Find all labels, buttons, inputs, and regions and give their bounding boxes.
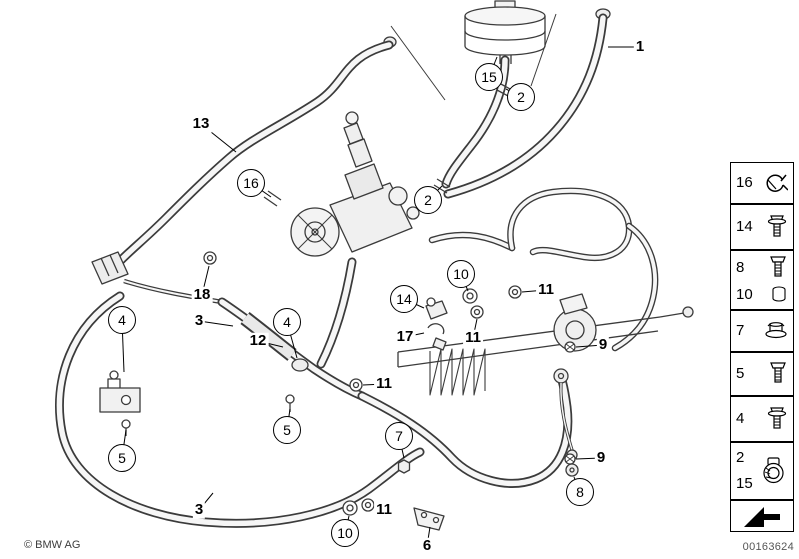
callout-16[interactable]: 16 <box>237 169 265 197</box>
callout-11[interactable]: 11 <box>374 374 394 393</box>
legend-box-5[interactable]: 5 <box>730 352 794 396</box>
callout-5[interactable]: 5 <box>273 416 301 444</box>
flange-bolt-icon <box>766 214 788 240</box>
legend-box-7[interactable]: 7 <box>730 310 794 352</box>
callout-12[interactable]: 12 <box>247 331 269 350</box>
callout-10[interactable]: 10 <box>331 519 359 547</box>
callout-4[interactable]: 4 <box>108 306 136 334</box>
callout-2[interactable]: 2 <box>414 186 442 214</box>
legend-box-8-10[interactable]: 8 10 <box>730 250 794 310</box>
callout-18[interactable]: 18 <box>191 285 213 304</box>
callout-6[interactable]: 6 <box>420 536 434 555</box>
legend-row: 10 <box>736 285 788 305</box>
flange-nut-icon <box>764 321 788 341</box>
legend-box-4[interactable]: 4 <box>730 396 794 442</box>
callout-9[interactable]: 9 <box>596 335 610 354</box>
steering-rack-art <box>397 293 694 396</box>
callout-3[interactable]: 3 <box>192 500 206 519</box>
bolt-icon <box>768 255 788 281</box>
diagram-number: 00163624 <box>742 541 794 553</box>
legend-number-7: 7 <box>736 322 745 339</box>
legend-number-8: 8 <box>736 259 745 276</box>
legend-number-16: 16 <box>736 174 753 191</box>
pump-feed-art <box>316 257 357 369</box>
pump-art <box>290 111 420 257</box>
reservoir-art <box>464 0 546 64</box>
callout-4[interactable]: 4 <box>273 308 301 336</box>
legend-number-4: 4 <box>736 410 745 427</box>
callout-11[interactable]: 11 <box>463 328 483 347</box>
pressure-hose-art <box>357 372 573 488</box>
flange-bolt-icon <box>766 406 788 432</box>
legend-number-15: 15 <box>736 475 753 492</box>
hose-clamp-icon <box>760 456 788 486</box>
sleeve-icon <box>770 285 788 305</box>
legend-number-2: 2 <box>736 449 745 466</box>
callout-9[interactable]: 9 <box>594 448 608 467</box>
callout-7[interactable]: 7 <box>385 422 413 450</box>
legend-box-2-15[interactable]: 2 15 <box>730 442 794 500</box>
bolt-icon <box>768 361 788 387</box>
callout-10[interactable]: 10 <box>447 260 475 288</box>
callout-17[interactable]: 17 <box>394 327 416 346</box>
hose-13-art <box>107 36 397 275</box>
hose-1-art <box>443 8 611 199</box>
callout-11[interactable]: 11 <box>374 500 394 519</box>
callout-2[interactable]: 2 <box>507 83 535 111</box>
callout-11[interactable]: 11 <box>536 280 556 299</box>
legend-number-5: 5 <box>736 365 745 382</box>
callout-1[interactable]: 1 <box>633 37 647 56</box>
copyright-text: © BMW AG <box>24 539 81 551</box>
callout-5[interactable]: 5 <box>108 444 136 472</box>
small-parts-art <box>99 285 576 531</box>
suction-hose-art <box>55 291 425 528</box>
legend-box-arrow[interactable] <box>730 500 794 532</box>
hose-3-art <box>217 297 367 401</box>
legend-box-16[interactable]: 16 <box>730 162 794 204</box>
legend-number-14: 14 <box>736 218 753 235</box>
union-fitting-art <box>91 251 223 305</box>
hose-2-art <box>433 55 513 194</box>
callout-8[interactable]: 8 <box>566 478 594 506</box>
legend-number-10: 10 <box>736 286 753 303</box>
callout-15[interactable]: 15 <box>475 63 503 91</box>
legend-row: 8 <box>736 255 788 281</box>
pressure-pipe-art <box>428 187 659 352</box>
legend-box-14[interactable]: 14 <box>730 204 794 250</box>
callout-14[interactable]: 14 <box>390 285 418 313</box>
callout-13[interactable]: 13 <box>190 114 212 133</box>
direction-arrow-icon <box>742 503 782 529</box>
clamp-clip-icon <box>762 170 788 196</box>
callout-3[interactable]: 3 <box>192 311 206 330</box>
